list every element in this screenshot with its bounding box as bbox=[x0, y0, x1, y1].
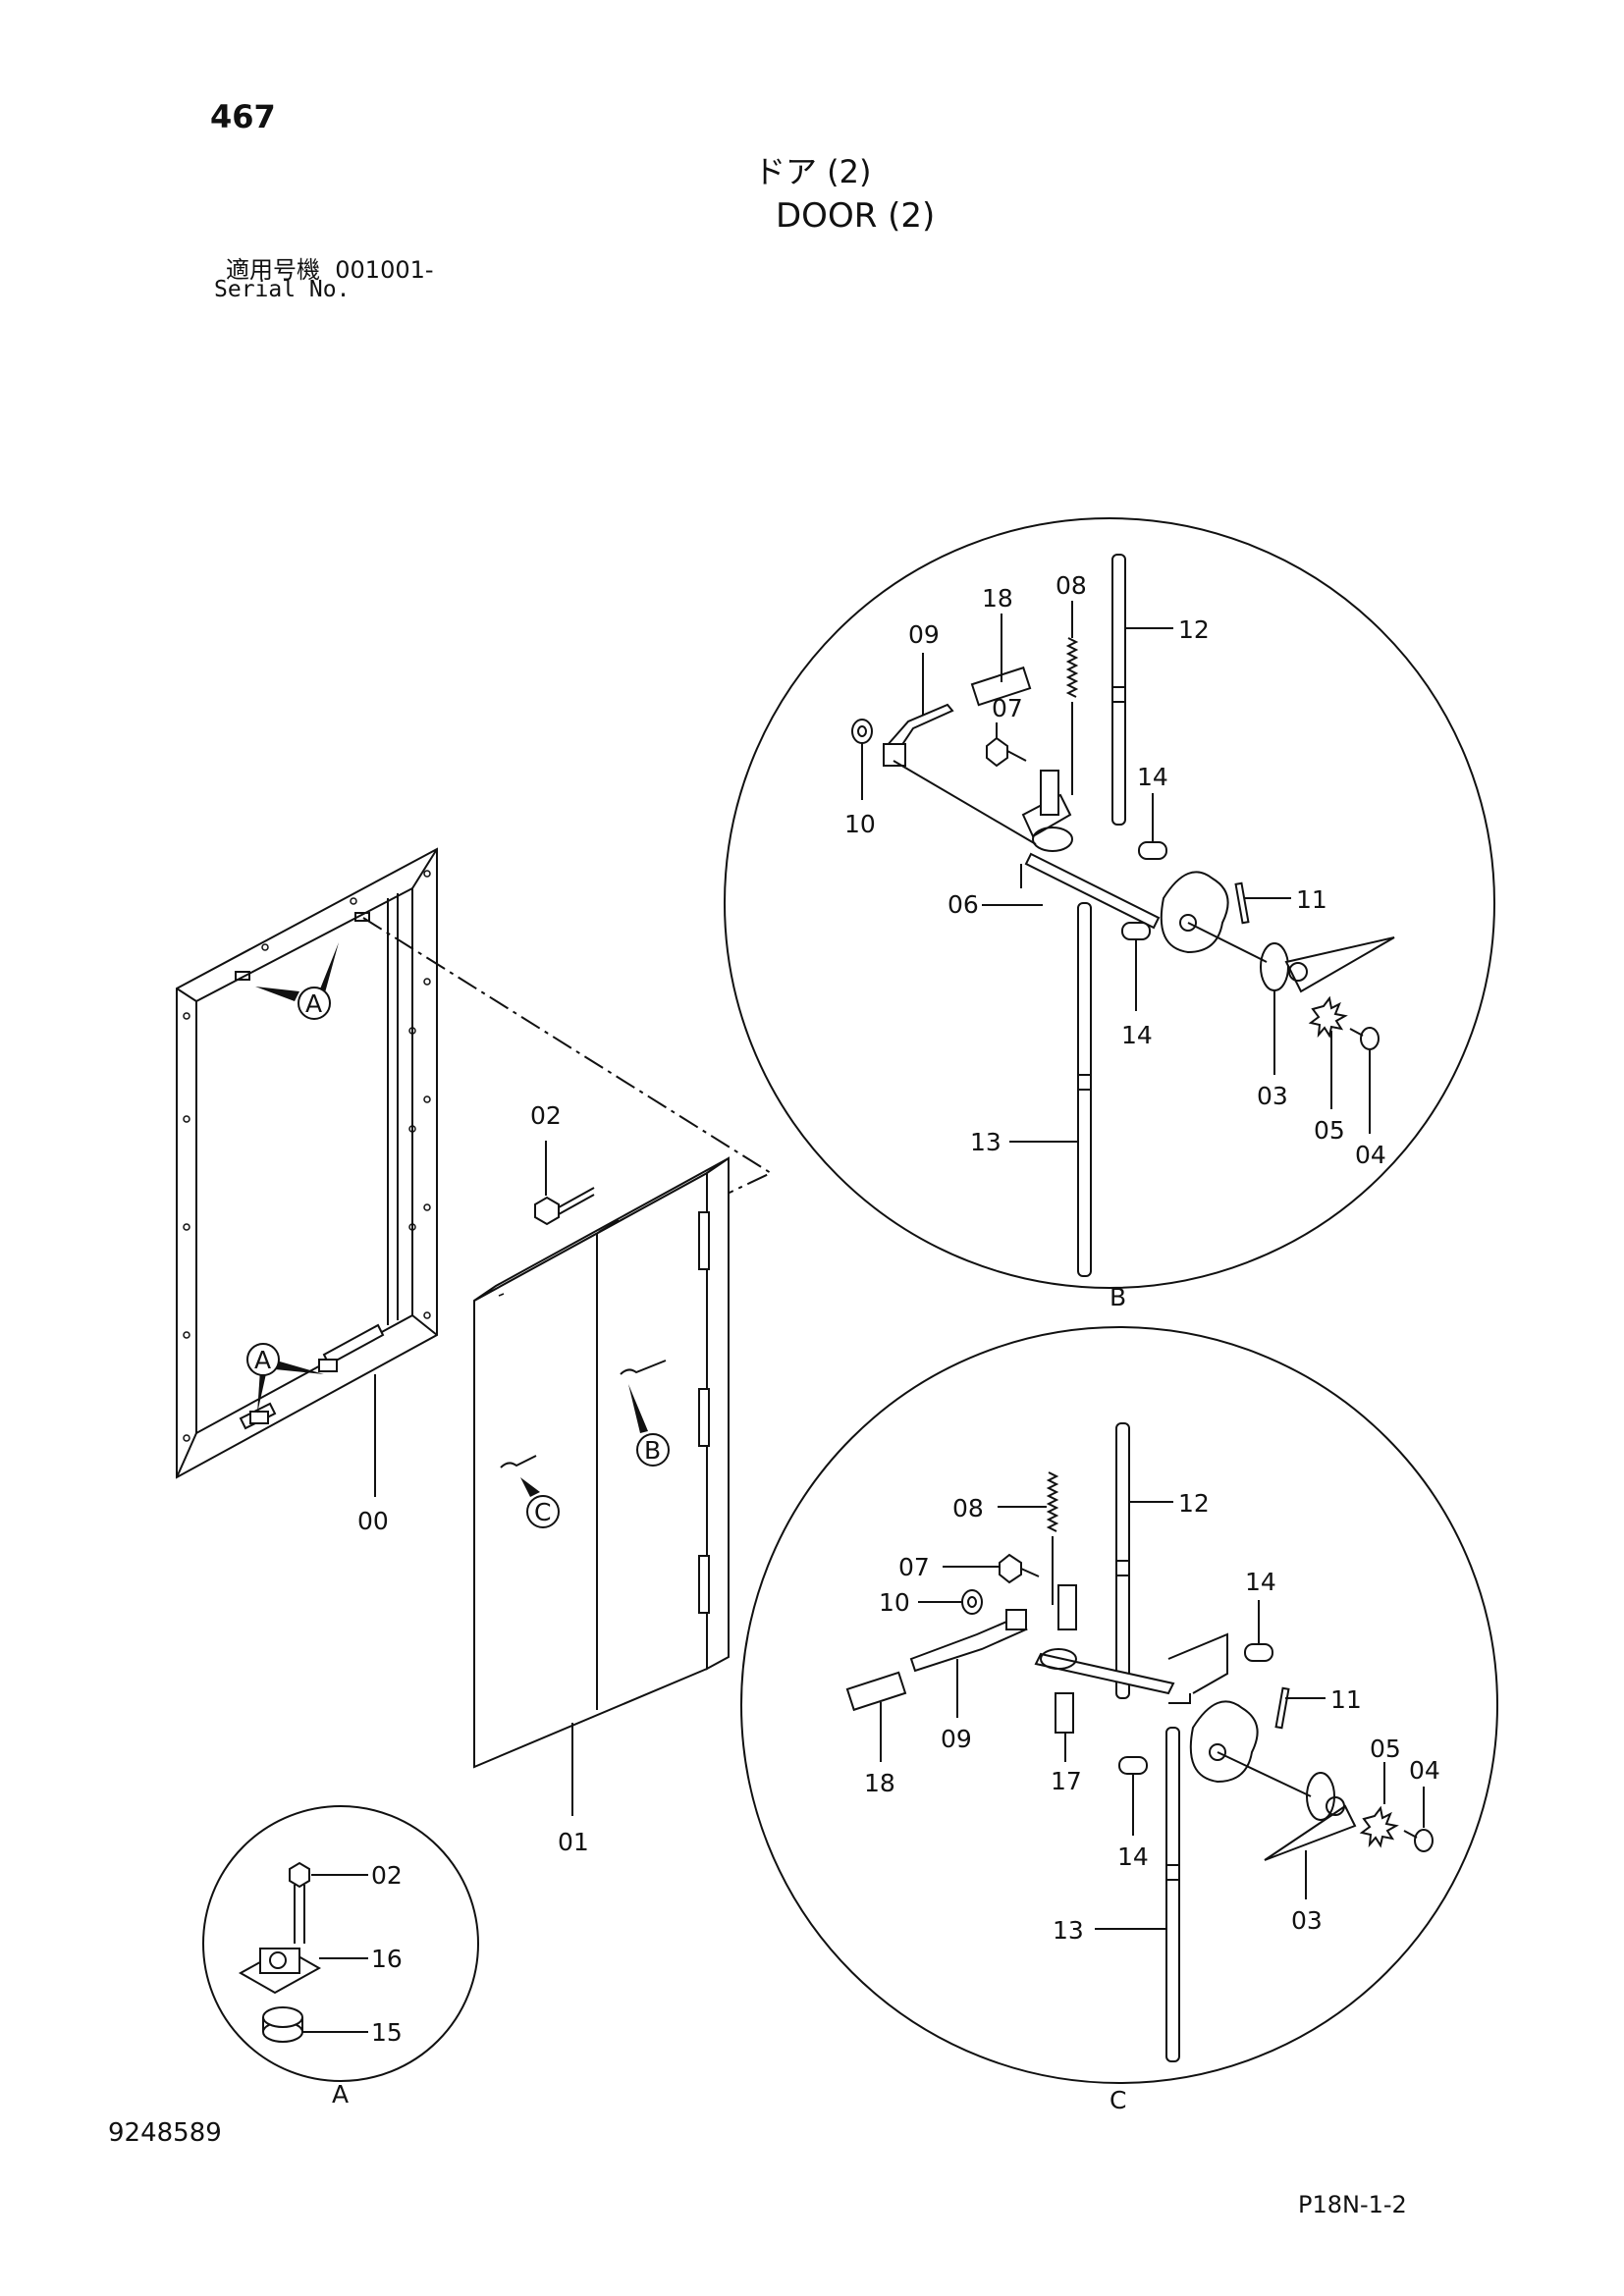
callout-b-lower-rod: 13 bbox=[970, 1128, 1001, 1156]
detail-a: A 02 16 15 bbox=[202, 1805, 479, 2109]
marker-a-lower: A bbox=[246, 1343, 324, 1414]
callout-b-screw: 04 bbox=[1355, 1141, 1386, 1169]
callout-c-spring: 08 bbox=[952, 1494, 984, 1522]
callout-c-cotter-pin: 11 bbox=[1330, 1685, 1362, 1714]
marker-a-label: A bbox=[254, 1346, 271, 1374]
detail-c-marker: C bbox=[1110, 2086, 1126, 2114]
marker-a-upper: A bbox=[255, 942, 339, 1020]
callout-bolt: 02 bbox=[530, 1101, 562, 1130]
callout-b-bolt: 07 bbox=[992, 694, 1023, 722]
callout-c-pad: 18 bbox=[864, 1769, 895, 1797]
door-frame bbox=[176, 847, 438, 1479]
callout-b-lock-washer: 05 bbox=[1314, 1116, 1345, 1145]
callout-b-pin-upper: 14 bbox=[1137, 763, 1168, 791]
serial-label-japanese: 適用号機 bbox=[226, 256, 320, 284]
callout-c-washer: 10 bbox=[879, 1588, 910, 1617]
detail-b: B bbox=[724, 517, 1495, 1311]
callout-b-pad: 18 bbox=[982, 584, 1013, 613]
door-panel bbox=[473, 1156, 730, 1769]
callout-frame: 00 bbox=[357, 1507, 389, 1535]
callout-b-lever: 09 bbox=[908, 620, 940, 649]
detail-a-marker: A bbox=[332, 2080, 349, 2109]
callout-b-washer: 10 bbox=[844, 810, 876, 838]
serial-label-english: Serial No. bbox=[214, 277, 351, 302]
bolt-icon bbox=[534, 1187, 595, 1226]
callout-a-stopper: 15 bbox=[371, 2018, 403, 2047]
page-code: P18N-1-2 bbox=[1298, 2191, 1407, 2218]
callout-c-pin-lower: 14 bbox=[1117, 1842, 1149, 1871]
callout-b-cotter-pin: 11 bbox=[1296, 885, 1327, 914]
serial-applicability: 適用号機 001001- bbox=[226, 250, 434, 285]
callout-c-handle: 03 bbox=[1291, 1906, 1323, 1935]
callout-b-spring: 08 bbox=[1056, 571, 1087, 600]
alignment-line bbox=[362, 917, 774, 1218]
callout-c-pin-upper: 14 bbox=[1245, 1568, 1276, 1596]
callout-b-bracket: 06 bbox=[947, 890, 979, 919]
page-number: 467 bbox=[210, 98, 276, 135]
callout-a-bolt: 02 bbox=[371, 1861, 403, 1890]
callout-door: 01 bbox=[558, 1828, 589, 1856]
title-english: DOOR (2) bbox=[776, 196, 936, 236]
callout-c-lock-washer: 05 bbox=[1370, 1735, 1401, 1763]
detail-b-marker: B bbox=[1110, 1283, 1126, 1311]
marker-c: C bbox=[520, 1477, 560, 1528]
serial-value: 001001- bbox=[335, 256, 434, 284]
title-japanese: ドア (2) bbox=[754, 153, 872, 190]
marker-b-label: B bbox=[644, 1436, 661, 1465]
marker-b: B bbox=[628, 1384, 670, 1467]
callout-b-pin-lower: 14 bbox=[1121, 1021, 1153, 1049]
marker-a-label: A bbox=[305, 989, 322, 1018]
callout-a-bracket: 16 bbox=[371, 1945, 403, 1973]
callout-c-bracket: 17 bbox=[1051, 1767, 1082, 1795]
callout-b-handle: 03 bbox=[1257, 1082, 1288, 1110]
callout-c-lower-rod: 13 bbox=[1053, 1916, 1084, 1945]
callout-c-upper-rod: 12 bbox=[1178, 1489, 1210, 1518]
callout-c-lever: 09 bbox=[941, 1725, 972, 1753]
callout-c-bolt: 07 bbox=[898, 1553, 930, 1581]
callout-b-upper-rod: 12 bbox=[1178, 615, 1210, 644]
callout-c-screw: 04 bbox=[1409, 1756, 1440, 1785]
detail-c: C bbox=[740, 1326, 1498, 2114]
document-number: 9248589 bbox=[108, 2118, 222, 2148]
marker-c-label: C bbox=[534, 1498, 551, 1526]
